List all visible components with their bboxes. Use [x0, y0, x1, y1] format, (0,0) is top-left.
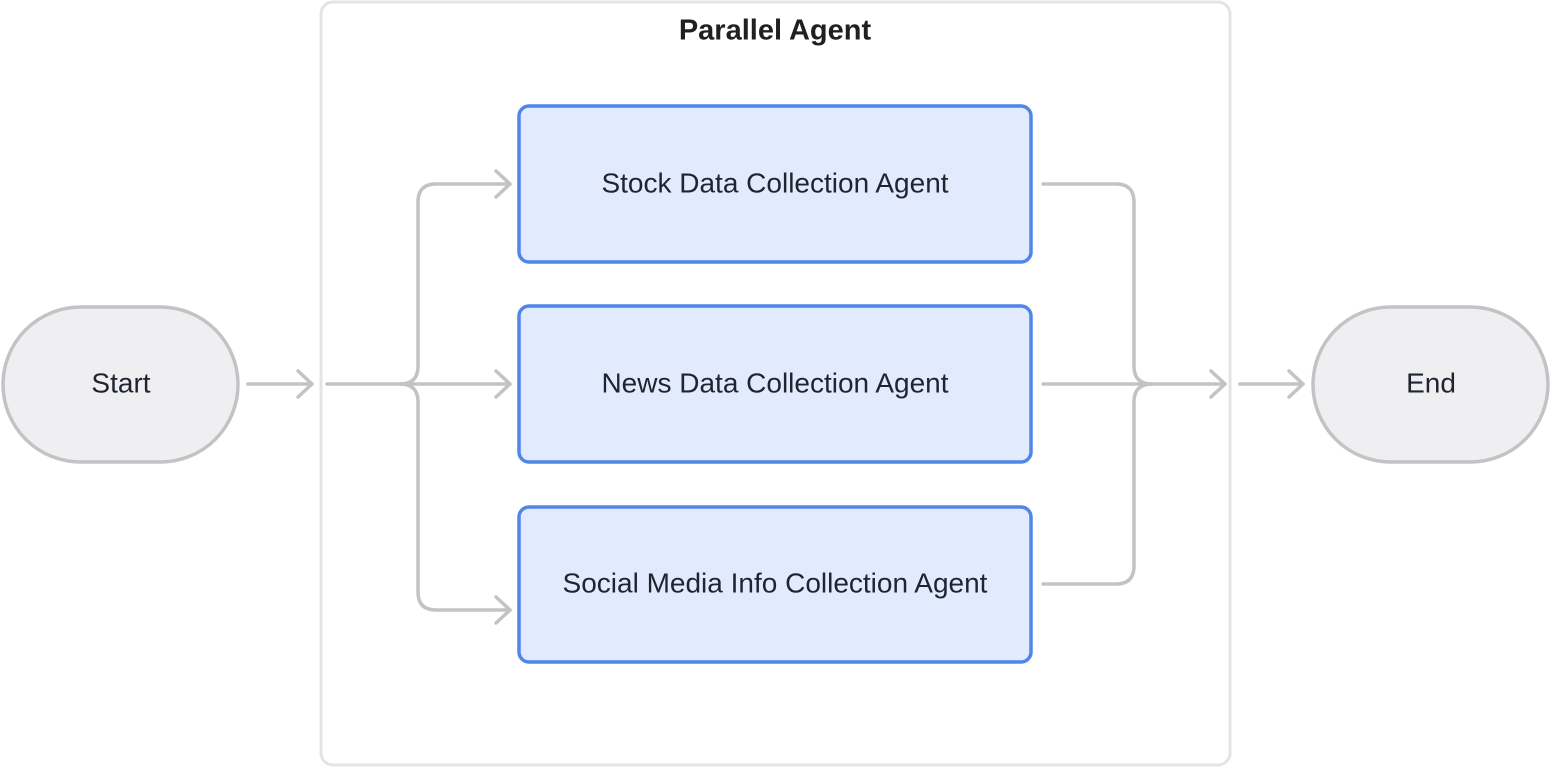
- arrowhead-end: [1287, 369, 1305, 399]
- agent-node-stock-box: [517, 104, 1033, 264]
- edges: [246, 169, 1305, 625]
- arrowhead-exit: [1209, 369, 1227, 399]
- edge-entry-to-social-agent: [398, 382, 512, 612]
- agent-node-news-label: News Data Collection Agent: [601, 367, 948, 398]
- arrowhead-stock-agent: [494, 169, 512, 199]
- agent-node-social-box: [517, 505, 1033, 664]
- start-node-shape: [1, 305, 240, 464]
- start-node-label: Start: [91, 367, 150, 398]
- agent-node-news-box: [517, 304, 1033, 464]
- edge-stock-agent-to-exit: [1041, 182, 1154, 386]
- start-node: Start: [1, 305, 240, 464]
- parallel-agent-title: Parallel Agent: [679, 15, 872, 47]
- end-node: End: [1311, 305, 1550, 464]
- agent-node-stock: Stock Data Collection Agent: [517, 104, 1033, 264]
- agent-node-social: Social Media Info Collection Agent: [517, 505, 1033, 664]
- arrowhead-social-agent: [494, 595, 512, 625]
- edge-social-agent-to-exit: [1041, 382, 1154, 586]
- arrowhead-news-agent: [494, 369, 512, 399]
- arrowhead-start-to-container: [296, 369, 314, 399]
- edge-entry-to-stock-agent: [398, 182, 512, 386]
- end-node-shape: [1311, 305, 1550, 464]
- agent-node-stock-label: Stock Data Collection Agent: [601, 167, 948, 198]
- agent-node-news: News Data Collection Agent: [517, 304, 1033, 464]
- agent-node-social-label: Social Media Info Collection Agent: [563, 567, 988, 598]
- end-node-label: End: [1406, 367, 1456, 398]
